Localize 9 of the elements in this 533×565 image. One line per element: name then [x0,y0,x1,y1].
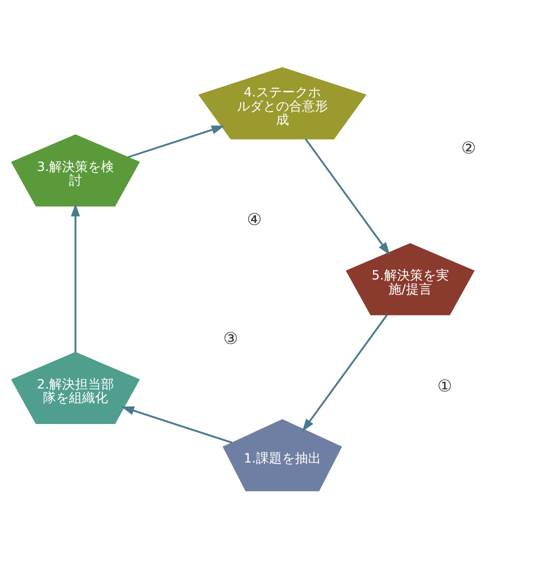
arrow [121,406,232,443]
label: ② [461,138,476,157]
arrow [70,203,80,352]
arrow [302,314,388,432]
label: ③ [223,328,238,348]
arrow [128,125,224,158]
label: ④ [247,209,262,228]
arrow [304,138,390,255]
label: ① [437,376,452,395]
